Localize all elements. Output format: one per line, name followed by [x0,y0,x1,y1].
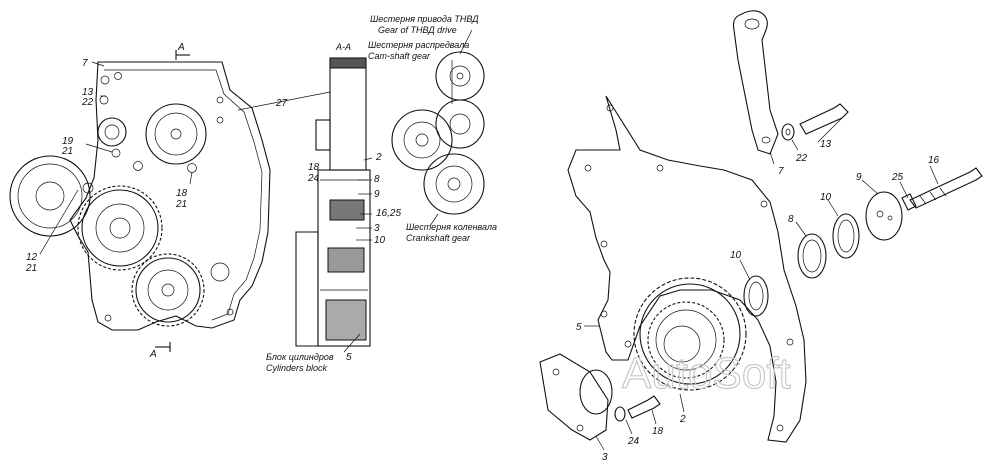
callout-18: 18 [176,188,188,199]
exploded-callout-5: 5 [576,322,582,333]
bracket-7 [732,10,779,155]
washer-24 [614,406,626,422]
section-title: A-A [335,42,351,52]
washer-9 [865,191,903,241]
exploded-callout-10: 10 [820,192,832,203]
callout-27: 27 [275,98,288,109]
exploded-callout-9: 9 [856,172,862,183]
exploded-callout-3: 3 [602,452,608,463]
exploded-callout-24: 24 [627,436,640,447]
caption-crank-ru: Шестерня коленвала [406,222,497,232]
exploded-callout-22: 22 [795,153,808,164]
lock-washer-25 [901,193,917,211]
bolt-13 [799,103,849,135]
section-callout-5: 5 [346,352,352,363]
caption-block-ru: Блок цилиндров [266,352,334,362]
exploded-callout-18: 18 [652,426,664,437]
exploded-callout-13: 13 [820,139,832,150]
section-callout-16-25: 16,25 [376,208,401,219]
gear-2 [633,277,747,391]
watermark: AutoSoft [622,349,791,398]
exploded-callout-25: 25 [891,172,904,183]
callout-22: 22 [81,97,94,108]
section-callout-18: 18 [308,162,320,173]
cover-3 [539,353,613,441]
callout-21: 21 [25,263,37,274]
exploded-callout-10: 10 [730,250,742,261]
gasket-5 [567,95,807,443]
exploded-callout-2: 2 [679,414,686,425]
bolt-16 [909,167,983,209]
section-callout-10: 10 [374,235,386,246]
exploded-callout-8: 8 [788,214,794,225]
caption-tnvd-ru: Шестерня привода ТНВД [370,14,479,24]
caption-crank-en: Crankshaft gear [406,233,471,243]
caption-cam-en: Cam-shaft gear [368,51,431,61]
callout-12: 12 [26,252,38,263]
bolt-18 [627,395,661,419]
caption-cam-ru: Шестерня распредвала [368,40,469,50]
callout-13: 13 [82,87,94,98]
section-a-a-view [295,57,371,347]
exploded-callout-16: 16 [928,155,940,166]
timing-case-front-view [9,50,271,352]
washer-22 [781,123,795,141]
callout-21: 21 [61,146,73,157]
cut-mark-top: A [177,42,185,53]
section-callout-3: 3 [374,223,380,234]
bearing-10-upper [832,213,860,259]
bearing-10-lower [743,275,769,317]
callout-7: 7 [82,58,88,69]
section-callout-2: 2 [375,152,382,163]
caption-tnvd-en: Gear of ТНВД drive [378,25,457,35]
callout-19: 19 [62,136,74,147]
section-callout-8: 8 [374,174,380,185]
cut-mark-bottom: A [149,349,157,360]
section-callout-24: 24 [307,173,320,184]
exploded-callout-7: 7 [778,166,784,177]
section-callout-9: 9 [374,189,380,200]
caption-block-en: Cylinders block [266,363,328,373]
callout-21: 21 [175,199,187,210]
gear-train-schematic [391,29,485,227]
ring-8 [797,233,827,279]
